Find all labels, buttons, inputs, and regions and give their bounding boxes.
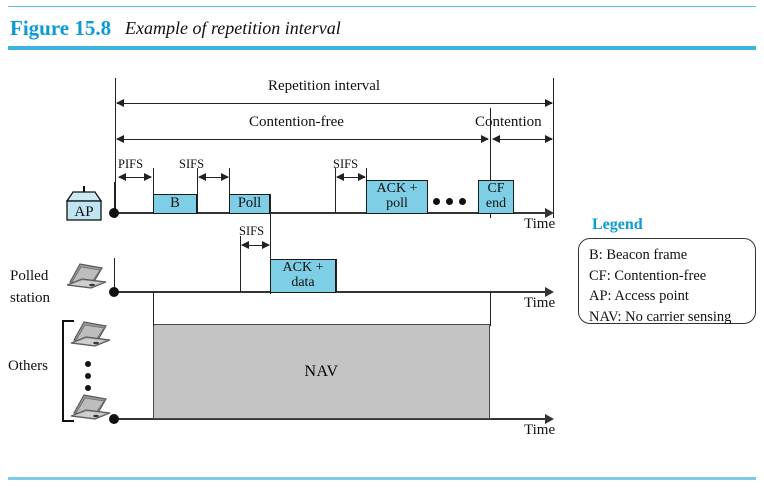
ap-timeline-axis xyxy=(113,212,545,214)
legend-title: Legend xyxy=(592,216,643,233)
frame-cf-end: CF end xyxy=(478,180,514,214)
ap-frames-ellipsis xyxy=(433,198,466,205)
poll-right-tick xyxy=(270,194,271,294)
others-time-label: Time xyxy=(524,422,556,438)
others-timeline-arrowhead xyxy=(545,414,554,424)
frame-ack-poll-line2: poll xyxy=(386,196,408,211)
top-rule xyxy=(8,6,756,7)
nav-right-guide xyxy=(490,292,491,326)
polled-station-time-label: Time xyxy=(524,295,556,311)
polled-station-label-line1: Polled xyxy=(10,268,49,284)
contention-arrow xyxy=(492,135,553,143)
repetition-interval-arrow xyxy=(116,99,553,107)
frame-ack-data-line1: ACK + xyxy=(282,260,324,276)
repetition-right-boundary xyxy=(553,78,554,218)
legend-item-ap: AP: Access point xyxy=(589,288,689,304)
polled-station-label-line2: station xyxy=(10,290,50,306)
ap-origin-dot xyxy=(109,208,119,218)
access-point-icon: AP xyxy=(57,185,111,231)
figure-number: Figure 15.8 xyxy=(10,16,112,40)
title-underline-rule xyxy=(8,46,756,50)
contention-free-right-boundary xyxy=(490,108,491,218)
others-vertical-ellipsis xyxy=(85,361,91,391)
sifs-1-right-tick xyxy=(229,168,230,213)
sifs-3-arrow xyxy=(336,173,366,181)
contention-free-label: Contention-free xyxy=(249,114,344,130)
repetition-left-boundary xyxy=(115,78,116,218)
sifs-1-label: SIFS xyxy=(179,157,205,171)
frame-poll: Poll xyxy=(229,194,270,214)
sifs-1-arrow xyxy=(198,173,229,181)
beacon-right-tick xyxy=(197,168,198,214)
frame-beacon-label: B xyxy=(170,195,180,212)
sifs-3-label: SIFS xyxy=(333,157,359,171)
frame-beacon: B xyxy=(153,194,197,214)
frame-cf-end-line2: end xyxy=(485,196,507,211)
bottom-rule xyxy=(8,477,756,480)
sifs-3-left-tick xyxy=(335,168,336,213)
others-timeline-axis xyxy=(113,418,545,420)
legend-item-b: B: Beacon frame xyxy=(589,247,688,263)
polled-station-timeline-arrowhead xyxy=(545,287,554,297)
contention-free-arrow xyxy=(116,135,489,143)
repetition-interval-label: Repetition interval xyxy=(268,78,381,94)
polled-station-stem xyxy=(114,258,115,288)
nav-left-guide xyxy=(153,292,154,326)
frame-poll-label: Poll xyxy=(237,195,262,212)
sifs-2-left-tick xyxy=(240,236,241,292)
polled-station-laptop-icon xyxy=(58,258,112,298)
legend-box: B: Beacon frame CF: Contention-free AP: … xyxy=(578,238,756,325)
nav-block: NAV xyxy=(153,324,490,419)
legend-item-cf: CF: Contention-free xyxy=(589,267,707,284)
frame-ack-poll: ACK + poll xyxy=(366,180,428,214)
pifs-right-tick xyxy=(153,168,154,213)
nav-label: NAV xyxy=(304,362,339,380)
frame-ack-data-line2: data xyxy=(291,275,315,290)
frame-cf-end-line1: CF xyxy=(487,181,505,197)
sifs-2-label: SIFS xyxy=(239,224,265,238)
others-label: Others xyxy=(8,358,48,374)
pifs-label: PIFS xyxy=(118,157,144,171)
others-bracket xyxy=(62,320,74,422)
pifs-arrow xyxy=(118,173,152,181)
others-laptop-icon-top xyxy=(62,316,116,356)
others-origin-dot xyxy=(109,414,119,424)
sifs-2-arrow xyxy=(241,241,270,249)
contention-label: Contention xyxy=(475,114,542,130)
ap-time-label: Time xyxy=(524,216,556,232)
ap-stem xyxy=(114,182,115,210)
ap-timeline-arrowhead xyxy=(545,208,554,218)
figure-caption: Example of repetition interval xyxy=(125,18,341,38)
ack-data-right-tick xyxy=(336,259,337,292)
legend-item-nav: NAV: No carrier sensing xyxy=(589,308,732,325)
polled-station-origin-dot xyxy=(109,287,119,297)
others-laptop-icon-bottom xyxy=(62,389,116,429)
frame-ack-poll-line1: ACK + xyxy=(376,181,418,197)
ap-icon-label: AP xyxy=(74,204,93,220)
frame-ack-data: ACK + data xyxy=(270,259,336,293)
